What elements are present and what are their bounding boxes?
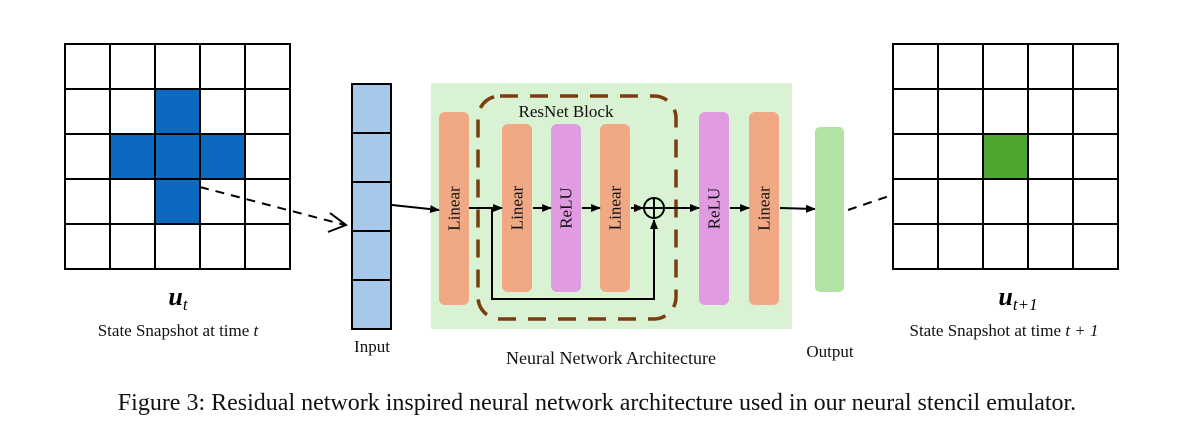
- grid-cell: [892, 43, 939, 90]
- layer-resnet-relu: ReLU: [551, 124, 581, 292]
- flow-arrows: [391, 204, 816, 300]
- grid-cell: [892, 223, 939, 270]
- grid-cell: [199, 88, 246, 135]
- input-label: Input: [354, 337, 390, 356]
- symbol-u-t-plus-1: ut+1: [998, 282, 1037, 314]
- grid-cell: [1072, 88, 1119, 135]
- grid-cell: [64, 133, 111, 180]
- grid-cell-filled: [154, 178, 201, 225]
- grid-cell: [1027, 133, 1074, 180]
- grid-cell: [64, 178, 111, 225]
- grid-cell: [244, 223, 291, 270]
- state-grid-t: [64, 43, 291, 270]
- figure-caption: Figure 3: Residual network inspired neur…: [118, 390, 1076, 416]
- grid-cell: [109, 178, 156, 225]
- output-label: Output: [806, 342, 854, 361]
- grid-cell: [937, 133, 984, 180]
- grid-cell-filled: [154, 133, 201, 180]
- layer-resnet-linear-1: Linear: [502, 124, 532, 292]
- grid-cell: [1027, 88, 1074, 135]
- input-cell: [351, 279, 392, 330]
- linear-layer-box: [749, 112, 779, 305]
- grid-cell: [982, 223, 1029, 270]
- grid-cell: [199, 178, 246, 225]
- grid-cell: [199, 223, 246, 270]
- grid-cell: [199, 43, 246, 90]
- grid-cell: [937, 178, 984, 225]
- layers: Linear Linear ReLU Linear ReLU Linear: [439, 112, 779, 305]
- input-vector: [351, 83, 392, 330]
- grid-cell: [64, 43, 111, 90]
- output-vector: [815, 127, 844, 292]
- grid-cell: [937, 43, 984, 90]
- layer-label: Linear: [445, 186, 464, 231]
- grid-cell: [892, 133, 939, 180]
- grid-cell: [1027, 223, 1074, 270]
- grid-cell-filled: [154, 88, 201, 135]
- input-cell: [351, 181, 392, 232]
- input-cell: [351, 132, 392, 183]
- grid-cell: [244, 88, 291, 135]
- grid-cell: [1027, 178, 1074, 225]
- grid-cell: [64, 88, 111, 135]
- state-grid-t-plus-1: [892, 43, 1119, 270]
- symbol-u-t: ut: [168, 282, 188, 314]
- grid-cell: [982, 43, 1029, 90]
- grid-cell: [1027, 43, 1074, 90]
- grid-cell: [64, 223, 111, 270]
- grid-cell: [937, 223, 984, 270]
- layer-label: ReLU: [557, 187, 576, 229]
- grid-cell: [154, 43, 201, 90]
- grid-cell: [1072, 43, 1119, 90]
- grid-cell: [154, 223, 201, 270]
- relu-layer-box: [551, 124, 581, 292]
- add-node: [643, 197, 665, 219]
- layer-label: Linear: [755, 186, 774, 231]
- layer-linear-1: Linear: [439, 112, 469, 305]
- grid-cell: [1072, 178, 1119, 225]
- resnet-block-label: ResNet Block: [519, 102, 614, 121]
- layer-label: Linear: [508, 185, 527, 230]
- grid-cell: [109, 88, 156, 135]
- layer-linear-final: Linear: [749, 112, 779, 305]
- network-title: Neural Network Architecture: [506, 348, 716, 368]
- dashed-arrow-to-input: [199, 186, 349, 233]
- grid-cell: [1072, 133, 1119, 180]
- grid-cell-filled: [199, 133, 246, 180]
- grid-cell: [982, 88, 1029, 135]
- input-cell: [351, 230, 392, 281]
- layer-label: ReLU: [705, 188, 724, 230]
- grid-cell: [109, 43, 156, 90]
- grid-cell: [892, 88, 939, 135]
- grid-cell: [109, 223, 156, 270]
- linear-layer-box: [502, 124, 532, 292]
- layer-resnet-linear-2: Linear: [600, 124, 630, 292]
- grid-cell-filled: [109, 133, 156, 180]
- layer-label: Linear: [606, 185, 625, 230]
- caption-right: State Snapshot at time t + 1: [909, 321, 1098, 340]
- grid-cell-filled: [982, 133, 1029, 180]
- linear-layer-box: [439, 112, 469, 305]
- grid-cell: [982, 178, 1029, 225]
- layer-relu-2: ReLU: [699, 112, 729, 305]
- grid-cell: [937, 88, 984, 135]
- caption-left: State Snapshot at time t: [98, 321, 260, 340]
- grid-cell: [892, 178, 939, 225]
- input-cell: [351, 83, 392, 134]
- relu-layer-box: [699, 112, 729, 305]
- grid-cell: [1072, 223, 1119, 270]
- grid-cell: [244, 133, 291, 180]
- linear-layer-box: [600, 124, 630, 292]
- grid-cell: [244, 43, 291, 90]
